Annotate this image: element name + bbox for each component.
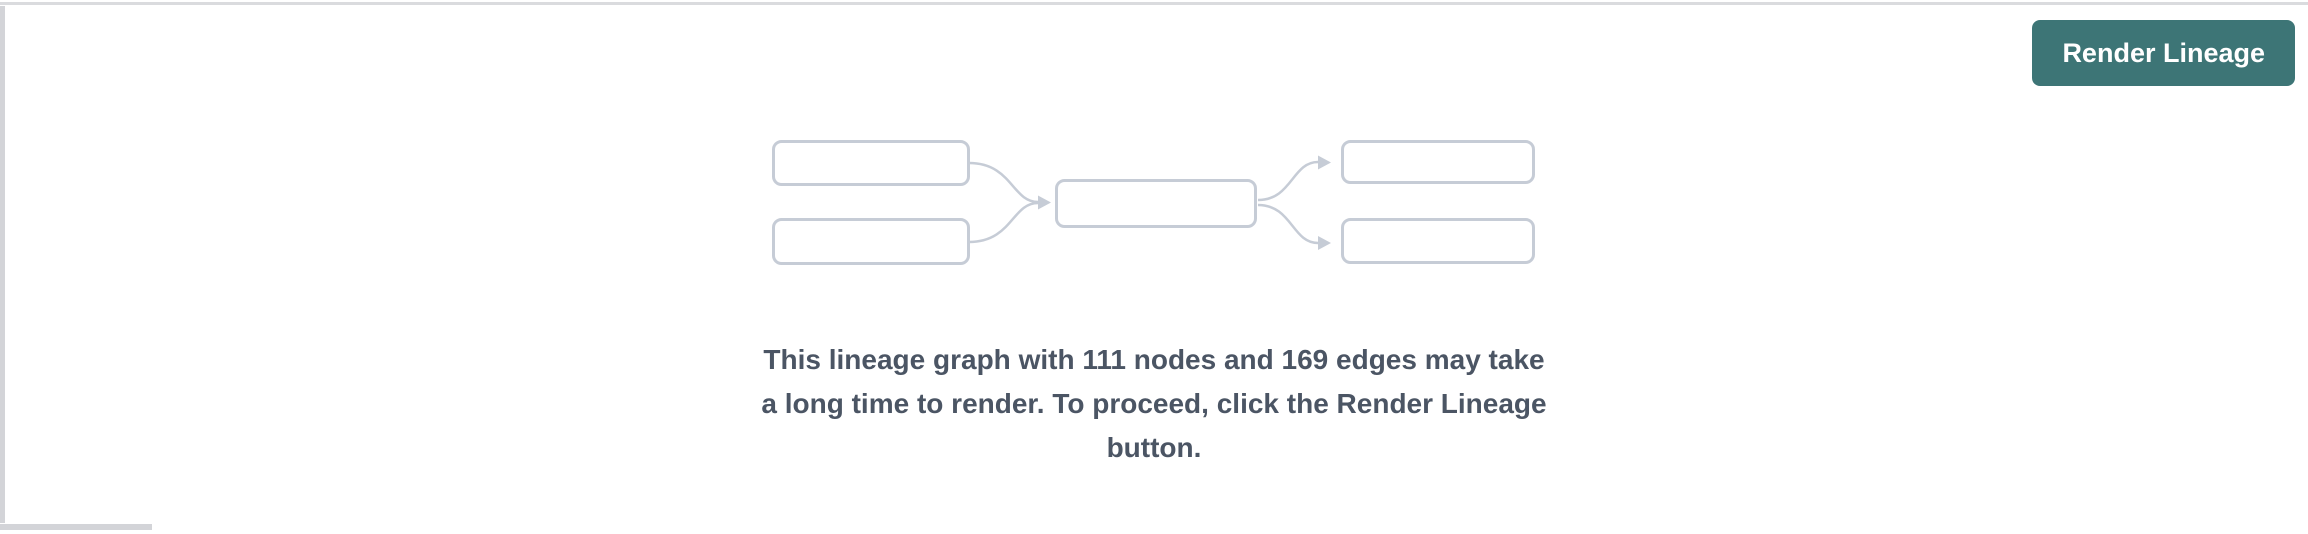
- node-box: [1341, 140, 1535, 184]
- render-lineage-button[interactable]: Render Lineage: [2032, 20, 2295, 86]
- node-box: [772, 218, 970, 265]
- lineage-preview-diagram: [772, 140, 1535, 265]
- edge-arrow: [968, 201, 1039, 244]
- edge-arrow: [968, 161, 1039, 204]
- warning-line: This lineage graph with 111 nodes and 16…: [763, 344, 1545, 375]
- vertical-scrollbar[interactable]: [0, 6, 5, 523]
- lineage-placeholder: This lineage graph with 111 nodes and 16…: [761, 140, 1547, 470]
- node-box: [772, 140, 970, 186]
- warning-line: button.: [1106, 432, 1202, 463]
- arrowhead-icon: [1038, 195, 1051, 210]
- warning-line: a long time to render. To proceed, click…: [761, 388, 1547, 419]
- edge-arrow: [1257, 203, 1319, 245]
- panel-top-border: [0, 2, 2308, 5]
- arrowhead-icon: [1318, 236, 1331, 250]
- render-warning-message: This lineage graph with 111 nodes and 16…: [761, 338, 1546, 470]
- edge-arrow: [1257, 160, 1319, 202]
- node-box: [1341, 218, 1535, 264]
- arrowhead-icon: [1318, 155, 1331, 170]
- node-box: [1055, 179, 1257, 228]
- horizontal-scrollbar[interactable]: [0, 524, 152, 530]
